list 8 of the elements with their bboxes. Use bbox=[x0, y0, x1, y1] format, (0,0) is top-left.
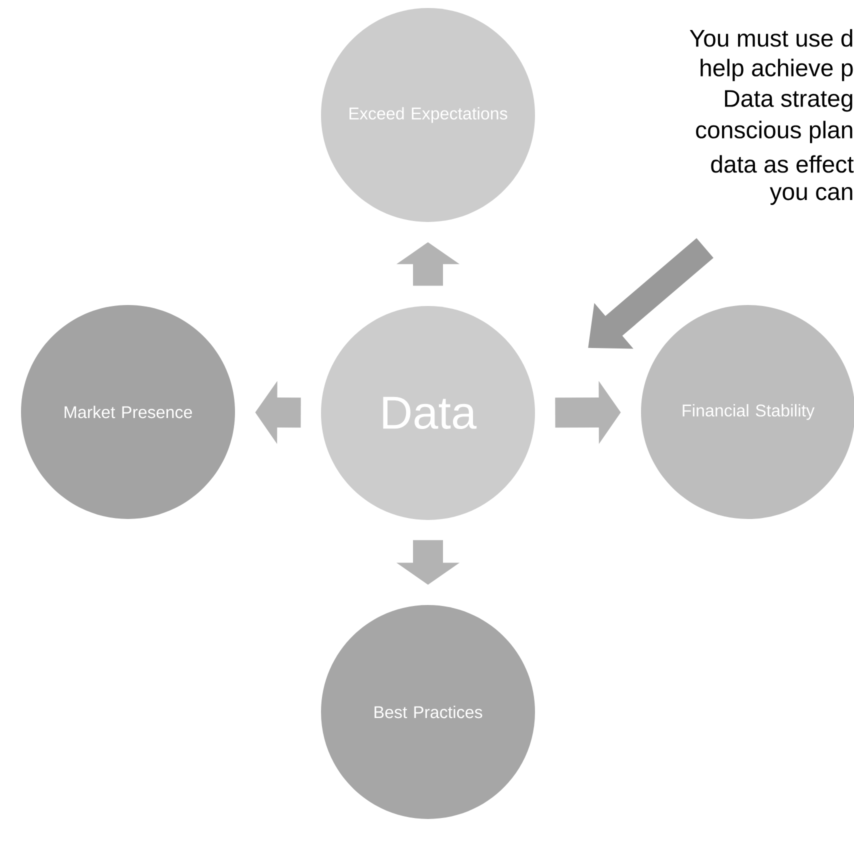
note-text: you can bbox=[770, 187, 852, 205]
note-text: conscious plan bbox=[696, 120, 852, 144]
note-text: data as effect bbox=[711, 155, 854, 173]
note-text: You must use d bbox=[690, 29, 852, 47]
note-text: help achieve p bbox=[700, 58, 853, 82]
circle-node: Market Presence bbox=[21, 304, 235, 519]
note-text: Data strateg bbox=[725, 90, 852, 112]
circle-node: Best Practices bbox=[321, 604, 535, 819]
